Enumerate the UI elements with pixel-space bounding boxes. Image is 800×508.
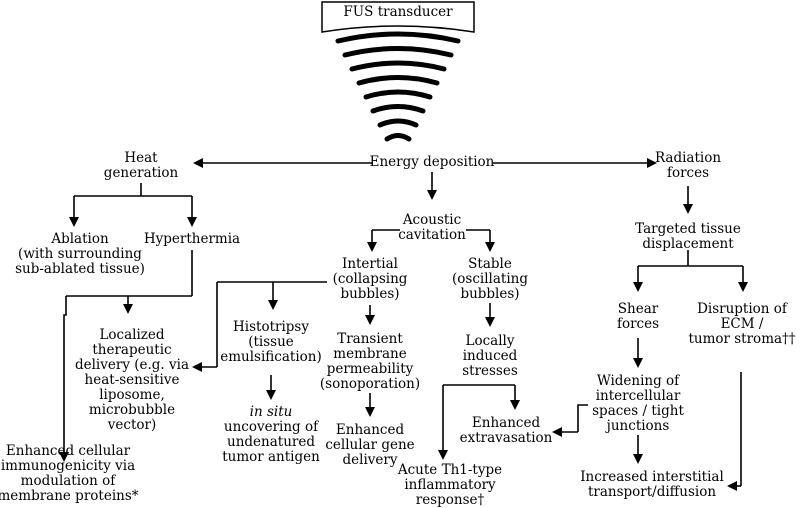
node-locally-induced-stresses: Locally induced stresses [462, 333, 518, 379]
node-histotripsy: Histotripsy (tissue emulsification) [220, 319, 322, 365]
node-enhanced-immunogenicity: Enhanced cellular immunogenicity via mod… [0, 443, 139, 504]
node-shear-forces: Shear forces [616, 301, 660, 332]
node-hyperthermia: Hyperthermia [143, 231, 241, 247]
node-radiation-forces: Radiation forces [654, 150, 722, 181]
node-enhanced-extravasation: Enhanced extravasation [459, 415, 553, 446]
fus-transducer-label: FUS transducer [343, 4, 453, 20]
wavefront-arcs [335, 31, 461, 142]
node-th1-response: Acute Th1-type inflammatory response† [397, 462, 503, 508]
node-acoustic-cavitation: Acoustic cavitation [398, 212, 466, 243]
transducer-housing [321, 1, 475, 33]
node-inertial-cavitation: Intertial (collapsing bubbles) [332, 256, 408, 302]
node-targeted-displacement: Targeted tissue displacement [635, 221, 741, 252]
node-widening-junctions: Widening of intercellular spaces / tight… [592, 373, 684, 434]
node-transient-permeability: Transient membrane permeability (sonopor… [319, 331, 421, 392]
node-heat-generation: Heat generation [103, 150, 179, 181]
node-ablation: Ablation (with surrounding sub-ablated t… [15, 231, 145, 277]
node-ecm-disruption: Disruption of ECM / tumor stroma†† [688, 301, 796, 347]
node-interstitial-transport: Increased interstitial transport/diffusi… [580, 469, 724, 500]
node-in-situ-antigen: in situ uncovering of undenatured tumor … [222, 404, 320, 465]
node-localized-delivery: Localized therapeutic delivery (e.g. via… [74, 327, 190, 433]
node-energy-deposition: Energy deposition [369, 154, 495, 170]
node-stable-cavitation: Stable (oscillating bubbles) [452, 256, 528, 302]
node-enhanced-gene-delivery: Enhanced cellular gene delivery [325, 422, 415, 468]
